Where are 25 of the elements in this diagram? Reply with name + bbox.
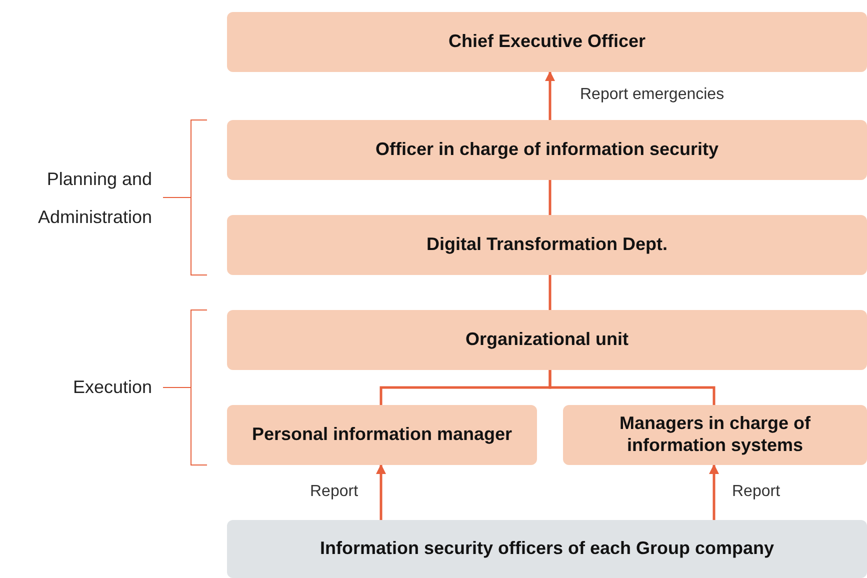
edge-label: Report	[308, 483, 360, 501]
org-box	[227, 310, 867, 370]
edge-label: Report	[730, 483, 782, 501]
box-title: Organizational unit	[465, 329, 628, 351]
org-box	[227, 520, 867, 578]
org-box	[227, 215, 867, 275]
arrow	[376, 464, 386, 520]
org-box	[227, 405, 537, 465]
org-box	[563, 405, 867, 465]
arrow	[545, 71, 555, 120]
box-title: Digital Transformation Dept.	[426, 234, 668, 256]
edge-label: Report emergencies	[578, 86, 726, 104]
connector-line	[548, 180, 552, 215]
org-box	[227, 12, 867, 72]
group-label: Execution	[72, 376, 152, 399]
box-title: Personal information manager	[252, 424, 512, 446]
arrow	[709, 464, 719, 520]
box-title: Managers in charge of information systems	[618, 413, 812, 457]
box-title: Chief Executive Officer	[448, 31, 646, 53]
box-title: Officer in charge of information security	[375, 139, 719, 161]
connector-line	[548, 370, 716, 405]
org-box	[227, 120, 867, 180]
connector-line	[548, 275, 552, 310]
box-title: Information security officers of each Group company	[320, 538, 774, 560]
group-label: Planning and Administration	[36, 168, 152, 229]
